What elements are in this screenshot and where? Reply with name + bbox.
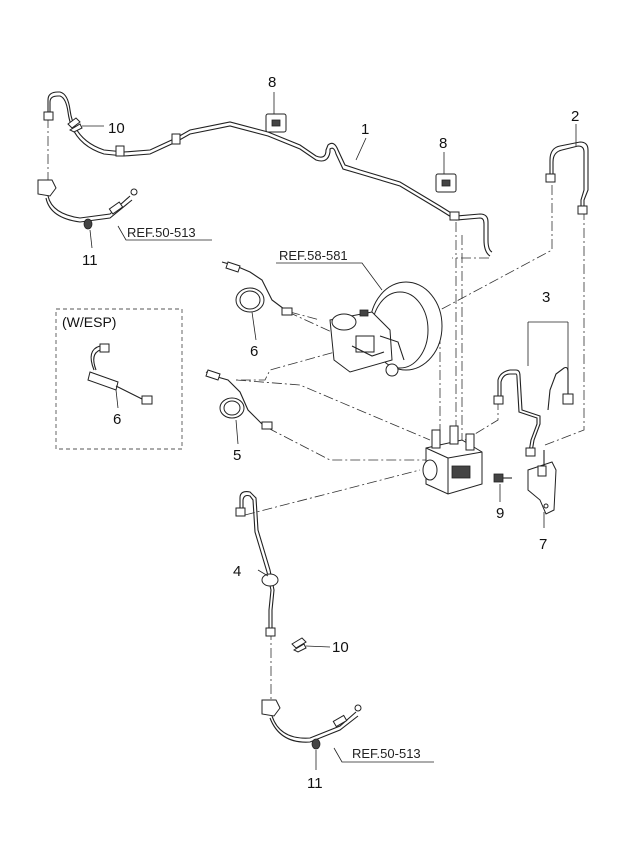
ref-label-booster: REF.58-581 (279, 248, 348, 263)
clip-10-bottom (291, 637, 307, 653)
callout-8-right: 8 (439, 135, 447, 152)
hose-clip-11-top (83, 218, 93, 230)
callout-7: 7 (539, 536, 547, 553)
bracket-7 (527, 450, 557, 515)
callout-8-left: 8 (268, 74, 276, 91)
front-brake-hose-left (37, 179, 138, 230)
pipe-clip (115, 145, 125, 157)
esp-dashed-frame (55, 308, 183, 450)
brake-pipe-main (43, 91, 493, 257)
brake-pipe-4 (235, 491, 279, 637)
leader-lines (82, 92, 577, 770)
pipe-bracket-8-left (265, 113, 287, 133)
brake-pipe-3 (493, 366, 574, 457)
callout-11-bottom: 11 (307, 775, 323, 792)
callout-10-bottom: 10 (332, 639, 349, 656)
pipe-clip (171, 133, 181, 145)
esp-variant-box: (W/ESP) (55, 308, 183, 450)
pipe-bracket-8-right (435, 173, 457, 193)
rear-brake-hose (261, 699, 362, 750)
abs-hydraulic-unit (422, 425, 483, 495)
brake-hose-5 (205, 369, 273, 430)
callout-6-esp: 6 (113, 411, 121, 428)
hose-clip-11-bottom (311, 738, 321, 750)
ref-label-top-left: REF.50-513 (127, 225, 196, 240)
clip-10-top (67, 117, 83, 133)
brake-pipe-2 (545, 141, 589, 215)
esp-label: (W/ESP) (62, 314, 116, 330)
callout-5: 5 (233, 447, 241, 464)
reference-labels: REF.50-513 REF.58-581 REF.50-513 (127, 225, 421, 761)
ref-label-bottom: REF.50-513 (352, 746, 421, 761)
connection-lines (47, 118, 585, 700)
callout-9: 9 (496, 505, 504, 522)
callout-4: 4 (233, 563, 241, 580)
pipe-fitting-nut (449, 211, 460, 221)
brake-booster-assembly (329, 281, 443, 377)
callout-numbers: 1 2 3 4 5 6 6 7 8 8 9 10 10 11 11 (82, 74, 579, 792)
bolt-9 (493, 473, 512, 483)
pipe-fitting-nut (43, 111, 54, 121)
callout-2: 2 (571, 108, 579, 125)
callout-11-top: 11 (82, 252, 98, 269)
callout-10-top: 10 (108, 120, 125, 137)
callout-3: 3 (542, 289, 550, 306)
callout-1: 1 (361, 121, 369, 138)
brake-hose-6 (221, 261, 293, 316)
callout-6-main: 6 (250, 343, 258, 360)
pipe-clip-3 (562, 393, 574, 405)
